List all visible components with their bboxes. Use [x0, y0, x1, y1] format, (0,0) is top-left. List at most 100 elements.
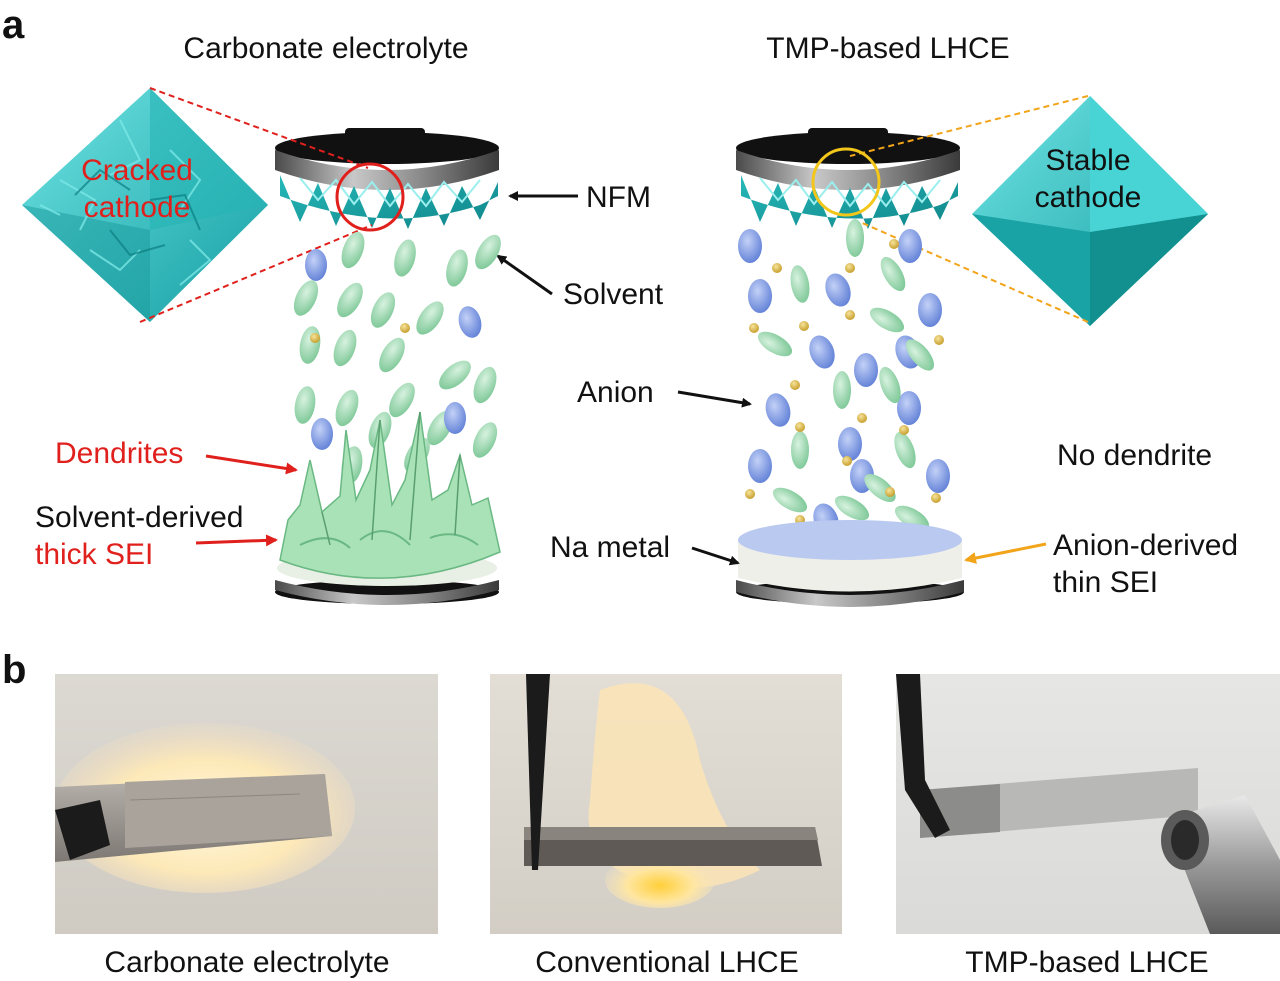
solvent-molecule: [880, 256, 906, 292]
solvent-molecule: [472, 422, 498, 458]
solvent-molecule: [894, 505, 930, 531]
solvent-molecule: [833, 371, 851, 409]
anion-molecule: [809, 335, 835, 369]
solvent-molecule: [416, 301, 444, 335]
na-ion: [931, 493, 941, 503]
photo-tmp-lhce: [896, 674, 1280, 934]
solvent-molecule: [894, 431, 916, 469]
anion-molecule: [748, 449, 772, 483]
stable-label-1: Stable: [1045, 144, 1130, 177]
anion-sei-arrow: [964, 542, 1047, 564]
solvent-molecule: [834, 495, 870, 521]
solvent-molecule: [294, 386, 316, 424]
zoom-line-orange-top: [849, 95, 1089, 157]
dendrites-arrow: [205, 454, 298, 475]
solvent-molecule: [869, 307, 905, 333]
solvent-arrow: [496, 254, 553, 296]
solvent-molecule: [879, 366, 901, 404]
anion-molecule: [765, 393, 791, 427]
zoom-line-red-top: [149, 87, 369, 169]
right-bottom-electrode: [736, 520, 964, 607]
solvent-molecule: [790, 265, 810, 303]
na-ion: [885, 487, 895, 497]
anion-molecule: [305, 249, 327, 281]
right-cathode-band: [741, 175, 958, 229]
dendrites-label: Dendrites: [55, 437, 183, 470]
solvent-molecule: [389, 382, 415, 418]
anion-label: Anion: [577, 376, 654, 409]
left-title: Carbonate electrolyte: [183, 32, 468, 65]
right-top-electrode: [736, 128, 960, 190]
solvent-molecule: [293, 280, 319, 316]
solvent-molecule: [439, 360, 471, 390]
panel-a-letter: a: [2, 3, 25, 47]
na-ion: [795, 422, 805, 432]
right-title: TMP-based LHCE: [766, 32, 1009, 65]
photo-carbonate: [55, 674, 438, 934]
solvent-molecule: [475, 234, 501, 270]
na-ion: [889, 239, 899, 249]
anion-molecule: [926, 459, 950, 493]
solvent-molecule: [335, 389, 359, 427]
photo-conventional-lhce: [490, 674, 842, 934]
zoom-line-red-bottom: [139, 224, 373, 323]
na-ion: [842, 456, 852, 466]
solvent-sei-arrow: [195, 534, 278, 547]
cracked-cathode-crystal: [22, 88, 268, 322]
na-ion: [899, 425, 909, 435]
anion-molecule: [444, 402, 466, 434]
solvent-molecule: [446, 249, 468, 287]
na-metal-arrow: [691, 546, 740, 566]
solvent-molecule: [846, 219, 864, 257]
solvent-molecule: [341, 231, 365, 269]
nfm-label: NFM: [586, 181, 651, 214]
solvent-molecule: [370, 292, 396, 328]
anion-molecule: [898, 229, 922, 263]
red-zoom-circle: [335, 162, 405, 232]
left-cathode-band: [280, 175, 498, 229]
left-top-electrode: [275, 128, 499, 190]
na-ion: [857, 413, 867, 423]
stable-label-2: cathode: [1035, 181, 1142, 214]
photo-caption-3: TMP-based LHCE: [965, 946, 1208, 979]
panel-b-letter: b: [2, 648, 26, 692]
left-molecules: [293, 231, 501, 484]
anion-arrow: [677, 390, 752, 408]
na-ion: [310, 333, 320, 343]
anion-molecule: [748, 279, 772, 313]
solvent-label: Solvent: [563, 278, 664, 311]
solvent-molecule: [772, 487, 808, 513]
solvent-molecule: [757, 331, 793, 357]
anion-molecule: [838, 427, 862, 461]
solvent-sei-label-2: thick SEI: [35, 538, 153, 571]
solvent-molecule: [379, 337, 405, 373]
na-ion: [934, 335, 944, 345]
stable-cathode-crystal: [972, 96, 1208, 326]
solvent-molecule: [791, 431, 809, 469]
orange-zoom-circle: [811, 147, 881, 217]
right-molecules: [738, 219, 950, 537]
anion-molecule: [311, 418, 333, 450]
anion-molecule: [897, 391, 921, 425]
na-ion: [845, 310, 855, 320]
solvent-molecule: [394, 239, 416, 277]
anion-molecule: [918, 293, 942, 327]
na-metal-label: Na metal: [550, 531, 670, 564]
na-ion: [745, 489, 755, 499]
thin-sei-layer: [738, 520, 962, 560]
anion-molecule: [458, 306, 482, 338]
na-ion: [772, 263, 782, 273]
solvent-sei-label-1: Solvent-derived: [35, 501, 243, 534]
zoom-line-orange-bottom: [859, 221, 1089, 323]
solvent-molecule: [473, 366, 497, 404]
photo-caption-2: Conventional LHCE: [535, 946, 798, 979]
left-dendrites: [279, 411, 501, 579]
solvent-molecule: [337, 282, 363, 318]
na-ion: [400, 323, 410, 333]
solvent-molecule: [299, 326, 321, 364]
anion-molecule: [738, 229, 762, 263]
cracked-label-2: cathode: [84, 191, 191, 224]
photo-caption-1: Carbonate electrolyte: [104, 946, 389, 979]
no-dendrite-label: No dendrite: [1057, 439, 1212, 472]
anion-sei-label-1: Anion-derived: [1053, 529, 1238, 562]
